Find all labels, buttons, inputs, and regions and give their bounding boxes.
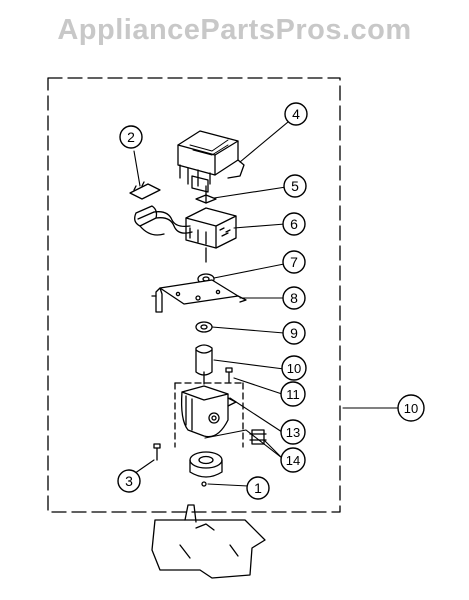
callout-circle xyxy=(119,125,143,149)
callout-circle xyxy=(283,174,307,198)
callout-c7: 7 xyxy=(282,250,306,274)
callout-label: 2 xyxy=(127,129,135,145)
screw-3 xyxy=(153,443,161,461)
callout-label: 7 xyxy=(290,254,298,270)
callout-label: 14 xyxy=(286,453,300,468)
callout-c3: 3 xyxy=(117,469,141,493)
callout-circle xyxy=(246,476,270,500)
callout-c13: 13 xyxy=(280,419,306,445)
coupler xyxy=(195,344,213,385)
callout-circle xyxy=(282,321,306,345)
shaft-clip xyxy=(195,185,217,204)
callout-circle xyxy=(281,355,307,381)
callout-c9: 9 xyxy=(282,321,306,345)
callout-circle xyxy=(282,250,306,274)
assembly-boundary xyxy=(47,77,341,513)
drive-motor xyxy=(185,207,237,263)
callout-circle xyxy=(284,102,308,126)
callout-label: 6 xyxy=(290,216,298,232)
callout-circle xyxy=(280,381,306,407)
callout-label: 1 xyxy=(254,480,262,496)
callout-label: 13 xyxy=(286,425,300,440)
callout-circle xyxy=(397,394,425,422)
mounting-bracket xyxy=(151,279,247,313)
screw-11 xyxy=(225,367,233,383)
callout-circle xyxy=(117,469,141,493)
callout-label: 3 xyxy=(125,473,133,489)
capacitor-assembly xyxy=(129,181,193,236)
callout-label: 8 xyxy=(290,290,298,306)
callout-c14: 14 xyxy=(280,447,306,473)
callout-circle xyxy=(280,447,306,473)
callout-label: 10 xyxy=(404,401,418,416)
callout-c6: 6 xyxy=(282,212,306,236)
grommet xyxy=(249,429,267,445)
callout-label: 11 xyxy=(286,387,300,402)
callout-label: 10 xyxy=(287,361,301,376)
callout-circle xyxy=(282,212,306,236)
callout-c10b: 10 xyxy=(397,394,425,422)
motor-cover xyxy=(177,130,245,193)
callout-c5: 5 xyxy=(283,174,307,198)
callout-label: 4 xyxy=(292,106,300,122)
callout-c10a: 10 xyxy=(281,355,307,381)
callout-c2: 2 xyxy=(119,125,143,149)
callout-label: 9 xyxy=(290,325,298,341)
base-plate xyxy=(151,504,266,579)
callout-c1: 1 xyxy=(246,476,270,500)
callout-circle xyxy=(280,419,306,445)
leader-lines xyxy=(127,121,399,487)
drive-gear xyxy=(189,451,223,487)
callout-c4: 4 xyxy=(284,102,308,126)
callout-c11: 11 xyxy=(280,381,306,407)
callout-circle xyxy=(282,286,306,310)
washer xyxy=(195,321,213,333)
watermark-text: AppliancePartsPros.com xyxy=(57,14,412,46)
callout-label: 5 xyxy=(291,178,299,194)
callout-c8: 8 xyxy=(282,286,306,310)
gear-housing xyxy=(180,385,237,438)
